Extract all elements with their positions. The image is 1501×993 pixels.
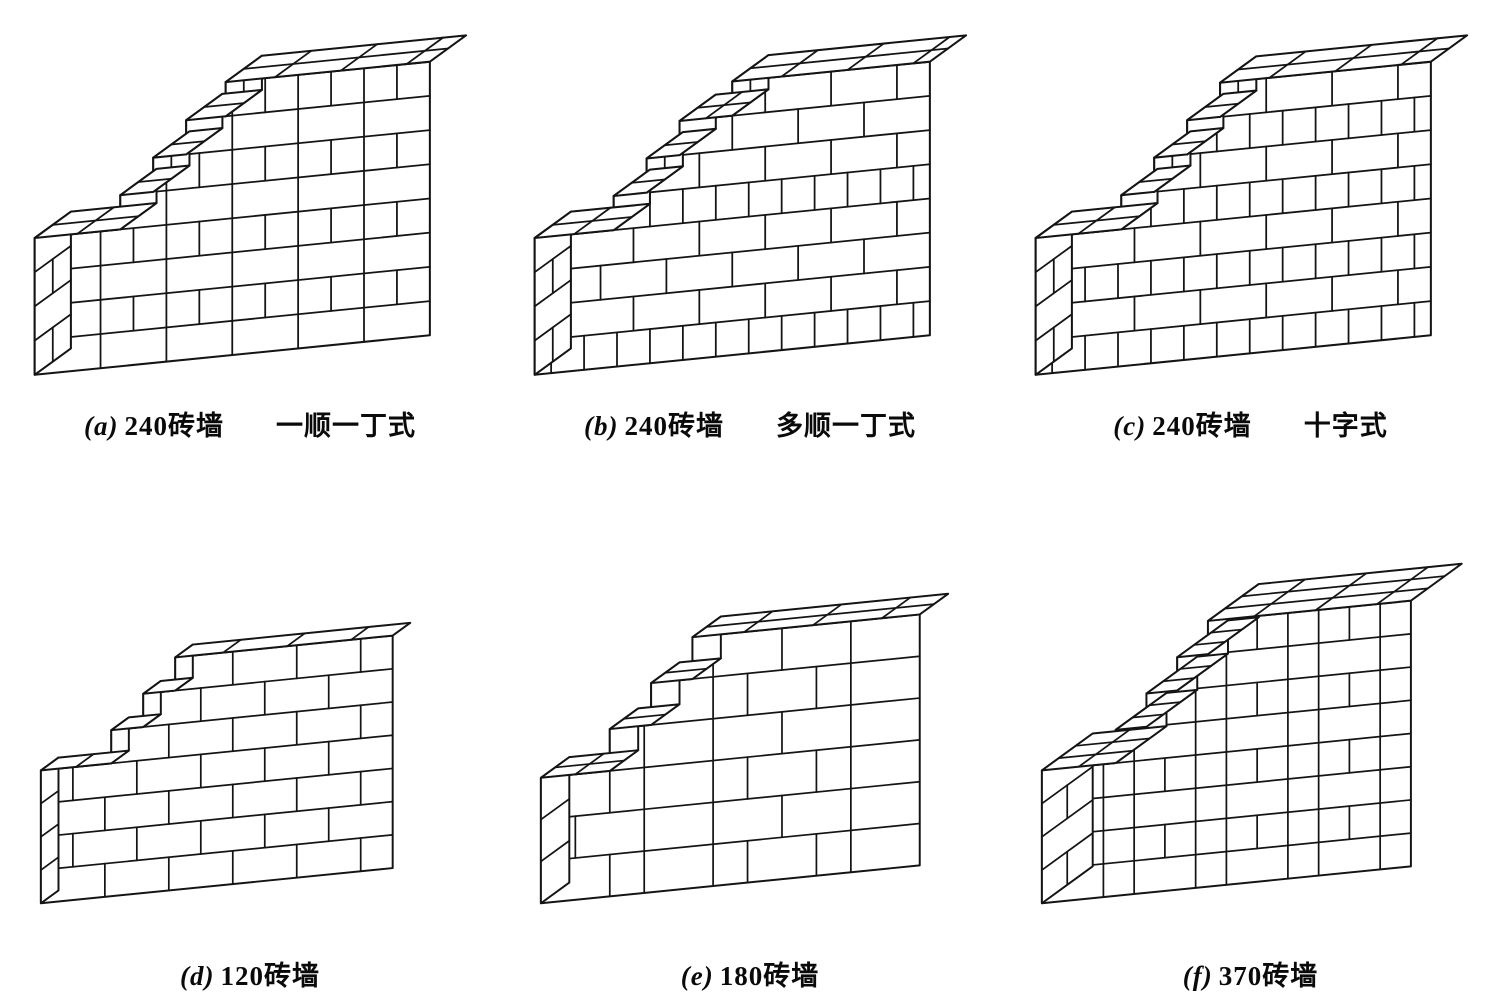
wall-style-b: 多顺一丁式 [775,411,916,441]
wall-figure-a: (a)240砖墙 一顺一丁式 [0,0,500,497]
wall-caption-e: (e)180砖墙 [681,954,819,993]
wall-drawing-a [33,34,468,376]
wall-figure-d: (d)120砖墙 [0,497,500,993]
wall-caption-d: (d)120砖墙 [180,954,320,993]
wall-style-c: 十字式 [1303,411,1388,441]
wall-thickness-f: 370砖墙 [1218,961,1319,991]
wall-caption-a: (a)240砖墙 一顺一丁式 [84,404,416,443]
wall-figure-c: (c)240砖墙 十字式 [1000,0,1501,497]
wall-caption-f: (f)370砖墙 [1183,954,1318,993]
wall-figure-f: (f)370砖墙 [1000,497,1501,993]
wall-letter-f: (f) [1182,961,1213,991]
wall-thickness-d: 120砖墙 [220,961,320,991]
wall-caption-c: (c)240砖墙 十字式 [1113,404,1387,443]
wall-drawing-f [1040,562,1463,905]
wall-thickness-e: 180砖墙 [719,961,820,991]
wall-figure-e: (e)180砖墙 [500,497,1000,993]
wall-letter-d: (d) [180,961,215,991]
wall-caption-b: (b)240砖墙 多顺一丁式 [584,404,916,443]
wall-letter-c: (c) [1113,411,1147,441]
wall-letter-a: (a) [84,411,119,441]
wall-drawing-d [39,621,412,905]
wall-letter-e: (e) [680,961,714,991]
wall-figure-b: (b)240砖墙 多顺一丁式 [500,0,1000,497]
wall-thickness-c: 240砖墙 [1152,411,1252,441]
wall-drawing-e [539,592,950,905]
wall-drawing-c [1034,34,1468,376]
wall-thickness-a: 240砖墙 [124,411,224,441]
wall-thickness-b: 240砖墙 [624,411,724,441]
wall-style-a: 一顺一丁式 [275,411,416,441]
wall-letter-b: (b) [584,411,619,441]
wall-drawing-b [533,34,968,376]
